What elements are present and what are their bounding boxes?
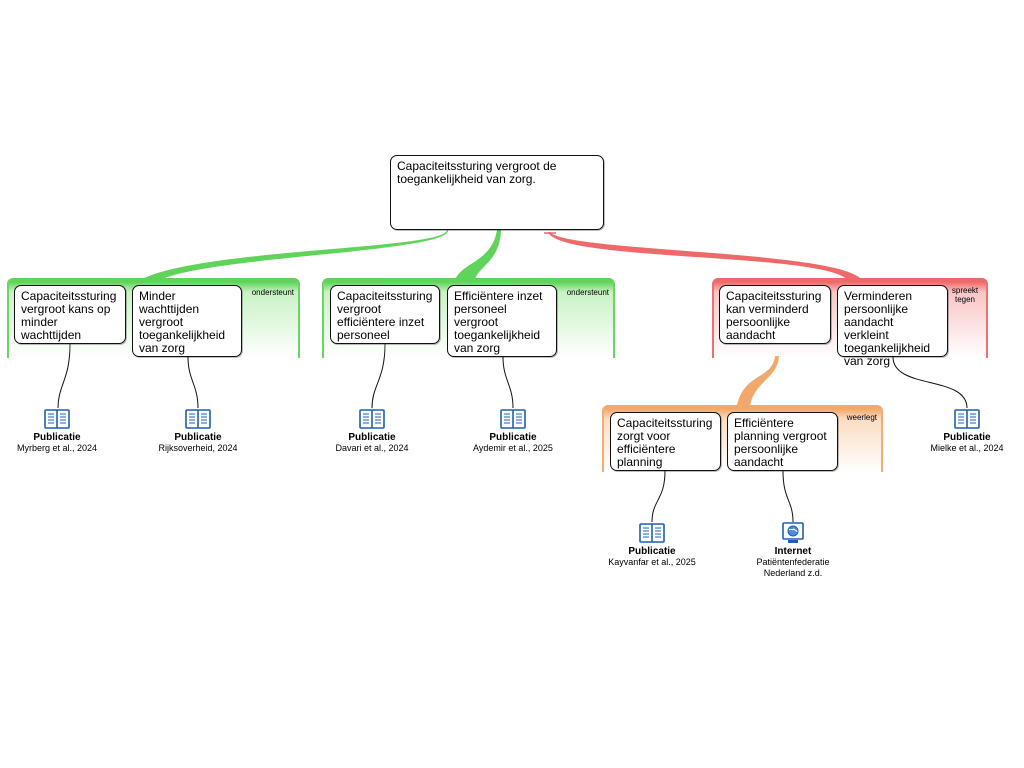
premise-box[interactable]: Capaciteitssturing kan verminderd persoo… (719, 285, 831, 344)
source-ref: Aydemir et al., 2025 (473, 443, 553, 453)
premise-text: Efficiëntere inzet personeel vergroot to… (454, 289, 543, 355)
premise-box[interactable]: Verminderen persoonlijke aandacht verkle… (837, 285, 948, 368)
premise-box[interactable]: Efficiëntere planning vergroot persoonli… (727, 412, 838, 471)
source-line (782, 470, 794, 523)
book-icon (185, 409, 211, 429)
oppose-connector (548, 232, 862, 280)
source-publication[interactable]: Publicatie Kayvanfar et al., 2025 (592, 522, 712, 568)
rebut-connector (737, 356, 779, 405)
group-label: ondersteunt (251, 288, 294, 297)
support-connector-1 (140, 230, 449, 280)
source-ref: Rijksoverheid, 2024 (158, 443, 238, 453)
premise-box[interactable]: Capaciteitssturing zorgt voor efficiënte… (610, 412, 721, 471)
book-icon (639, 523, 665, 543)
premise-text: Capaciteitssturing vergroot kans op mind… (21, 289, 117, 342)
premise-text: Verminderen persoonlijke aandacht verkle… (844, 289, 931, 368)
source-publication[interactable]: Publicatie Aydemir et al., 2025 (453, 408, 573, 454)
premise-box[interactable]: Minder wachttijden vergroot toegankelijk… (132, 285, 242, 357)
premise-box[interactable]: Capaciteitssturing vergroot kans op mind… (14, 285, 126, 344)
source-type: Publicatie (628, 546, 676, 557)
premise-box[interactable]: Capaciteitssturing vergroot efficiëntere… (330, 285, 440, 344)
source-type: Internet (774, 546, 812, 557)
main-claim-text: Capaciteitssturing vergroot de toegankel… (397, 159, 557, 186)
source-ref: Patiëntenfederatie Nederland z.d. (756, 557, 830, 578)
source-type: Publicatie (174, 432, 222, 443)
group-label: ondersteunt (566, 288, 609, 297)
source-type: Publicatie (489, 432, 537, 443)
monitor-globe-icon (782, 522, 804, 543)
source-line (892, 356, 968, 409)
support-connector-2 (455, 230, 501, 280)
book-icon (954, 409, 980, 429)
source-type: Publicatie (943, 432, 991, 443)
premise-box[interactable]: Efficiëntere inzet personeel vergroot to… (447, 285, 557, 357)
main-claim[interactable]: Capaciteitssturing vergroot de toegankel… (390, 155, 604, 230)
premise-text: Capaciteitssturing vergroot efficiëntere… (337, 289, 433, 342)
group-label: weerlegt (846, 413, 877, 422)
source-publication[interactable]: Publicatie Myrberg et al., 2024 (0, 408, 117, 454)
source-ref: Kayvanfar et al., 2025 (608, 557, 696, 567)
group-label: spreekt tegen (951, 286, 979, 304)
source-type: Publicatie (348, 432, 396, 443)
book-icon (44, 409, 70, 429)
source-type: Publicatie (33, 432, 81, 443)
premise-text: Capaciteitssturing kan verminderd persoo… (726, 289, 822, 342)
source-line (651, 470, 666, 523)
premise-text: Efficiëntere planning vergroot persoonli… (734, 416, 827, 469)
premise-text: Capaciteitssturing zorgt voor efficiënte… (617, 416, 713, 469)
source-ref: Mielke et al., 2024 (930, 443, 1004, 453)
source-line (187, 356, 199, 409)
source-publication[interactable]: Publicatie Rijksoverheid, 2024 (138, 408, 258, 454)
source-publication[interactable]: Publicatie Davari et al., 2024 (312, 408, 432, 454)
source-publication[interactable]: Publicatie Mielke et al., 2024 (907, 408, 1024, 454)
premise-text: Minder wachttijden vergroot toegankelijk… (139, 289, 226, 355)
source-line (502, 356, 514, 409)
book-icon (500, 409, 526, 429)
source-internet[interactable]: Internet Patiëntenfederatie Nederland z.… (733, 522, 853, 579)
source-ref: Davari et al., 2024 (335, 443, 409, 453)
source-ref: Myrberg et al., 2024 (16, 443, 98, 453)
book-icon (359, 409, 385, 429)
